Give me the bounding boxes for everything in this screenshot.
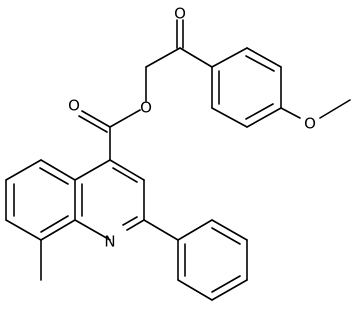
quinoline-nitrogen-label: N (104, 233, 115, 251)
bond-lines (5, 19, 351, 301)
ester-ether-oxygen-label: O (140, 99, 152, 117)
ester-carbonyl-oxygen-label: O (68, 97, 80, 115)
methoxy-oxygen-label: O (304, 115, 316, 133)
ketone-oxygen-label: O (174, 5, 186, 23)
